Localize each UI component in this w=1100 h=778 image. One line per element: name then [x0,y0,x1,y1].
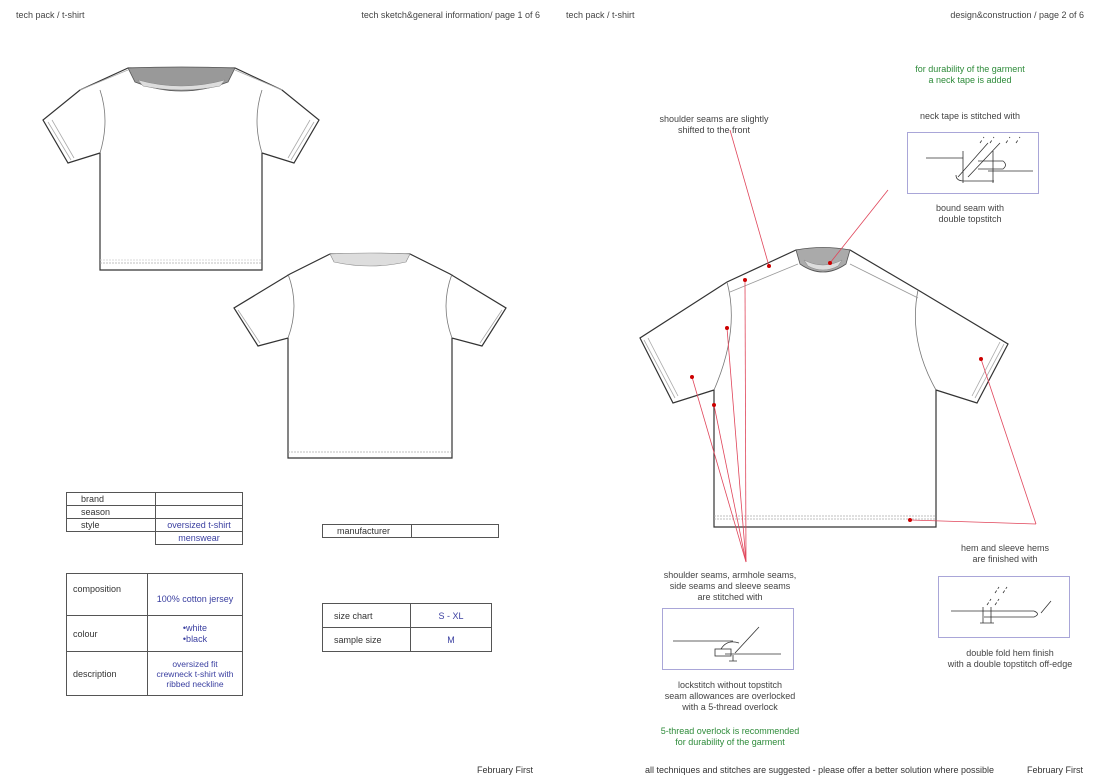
lockstitch-diagram [662,608,794,670]
page1-footer: February First [477,765,534,775]
manufacturer-table: manufacturer [322,524,499,538]
season-value [155,505,243,519]
table-row: style oversized t-shirt [66,518,243,532]
sample-size-value: M [410,627,492,652]
note-line: a neck tape is added [928,75,1012,85]
description-value: oversized fit crewneck t-shirt with ribb… [147,651,243,696]
colour-white: •white [182,622,208,633]
brand-value [155,492,243,506]
title-line: side seams and sleeve seams [669,581,791,591]
bound-seam-caption: bound seam with double topstitch [890,203,1050,225]
size-table: size chart S - XL sample size M [322,603,492,652]
caption-line: double topstitch [938,214,1002,224]
table-row: composition 100% cotton jersey [66,573,243,616]
season-label: season [66,505,156,519]
description-line: crewneck t-shirt with [156,668,234,679]
note-line: shoulder seams are slightly [659,114,769,124]
title-line: hem and sleeve hems [960,543,1050,553]
table-row: season [66,505,243,519]
description-line: ribbed neckline [166,678,224,689]
caption-line: seam allowances are overlocked [664,691,796,701]
note-line: shifted to the front [677,125,751,135]
shoulder-seam-note: shoulder seams are slightly shifted to t… [634,114,794,136]
lockstitch-icon [673,626,781,662]
style-value: oversized t-shirt [155,518,243,532]
table-row: size chart S - XL [322,603,492,628]
empty-label [67,532,156,545]
size-chart-value: S - XL [410,603,492,628]
details-table: composition 100% cotton jersey colour •w… [66,573,243,696]
title-line: are finished with [972,554,1038,564]
colour-label: colour [66,615,148,652]
description-label: description [66,651,148,696]
hem-finish-icon [951,586,1052,624]
caption-line: double fold hem finish [966,648,1054,658]
table-row: description oversized fit crewneck t-shi… [66,651,243,696]
tshirt-back-sketch [233,252,507,459]
note-line: 5-thread overlock is recommended [660,726,800,736]
page2-header-left: tech pack / t-shirt [566,10,635,20]
title-line: shoulder seams, armhole seams, [663,570,797,580]
manufacturer-value [411,524,499,538]
hem-finish-diagram [938,576,1070,638]
page1-header-right: tech sketch&general information/ page 1 … [361,10,540,20]
tshirt-front-sketch [42,66,320,271]
caption-line: with a 5-thread overlock [682,702,778,712]
caption-line: lockstitch without topstitch [677,680,783,690]
colour-value: •white •black [147,615,243,652]
brand-label: brand [66,492,156,506]
style-label: style [66,518,156,532]
table-row: manufacturer [322,524,499,538]
sample-size-label: sample size [322,627,411,652]
page1-header-left: tech pack / t-shirt [16,10,85,20]
page2-footer-note: all techniques and stitches are suggeste… [645,765,995,775]
title-line: are stitched with [697,592,763,602]
page2-header-right: design&construction / page 2 of 6 [950,10,1084,20]
manufacturer-label: manufacturer [322,524,412,538]
neck-tape-note: for durability of the garment a neck tap… [890,64,1050,86]
hem-title: hem and sleeve hems are finished with [920,543,1090,565]
overlock-note: 5-thread overlock is recommended for dur… [630,726,830,748]
composition-label: composition [66,573,148,616]
table-row: menswear [67,531,243,545]
bound-seam-icon [926,136,1033,183]
description-line: oversized fit [172,658,218,669]
neck-tape-title: neck tape is stitched with [919,111,1021,121]
table-row: sample size M [322,627,492,652]
note-line: for durability of the garment [915,64,1025,74]
seams-caption: lockstitch without topstitch seam allowa… [640,680,820,713]
tshirt-construction-sketch [639,129,1037,563]
colour-black: •black [182,633,208,644]
table-row: colour •white •black [66,615,243,652]
size-chart-label: size chart [322,603,411,628]
caption-line: with a double topstitch off-edge [947,659,1073,669]
note-line: for durability of the garment [675,737,785,747]
bound-seam-diagram [907,132,1039,194]
seams-title: shoulder seams, armhole seams, side seam… [640,570,820,603]
hem-caption: double fold hem finish with a double top… [920,648,1100,670]
composition-value: 100% cotton jersey [147,573,243,616]
info-table: brand season style oversized t-shirt men… [66,492,243,545]
page2-footer: February First [1027,765,1084,775]
caption-line: bound seam with [935,203,1005,213]
table-row: brand [66,492,243,506]
category-value: menswear [155,531,243,545]
